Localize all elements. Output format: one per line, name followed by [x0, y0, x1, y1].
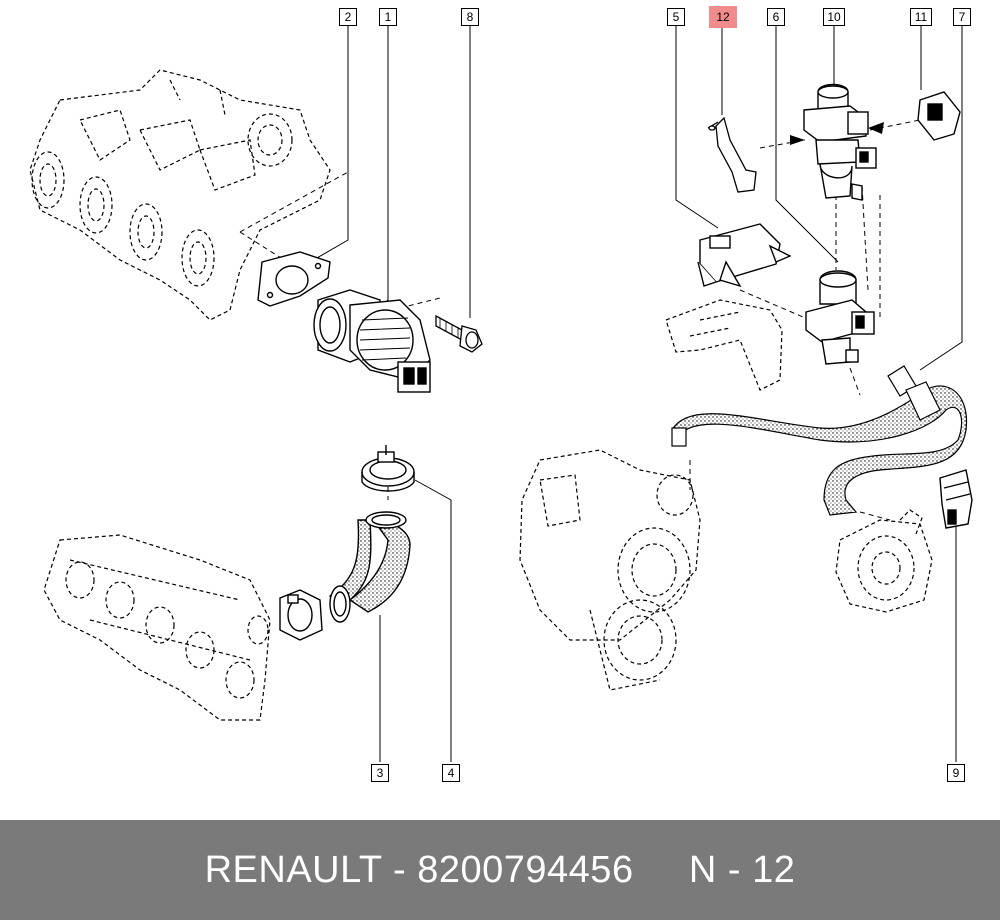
part-12-bracket [707, 116, 757, 193]
vacuum-pump-phantom [835, 509, 933, 613]
exhaust-manifold-phantom [43, 534, 271, 721]
callout-5: 5 [667, 8, 685, 26]
part-9-clip [939, 469, 973, 529]
leader-line-5 [675, 26, 719, 229]
footer-bar: RENAULT - 8200794456 N - 12 [0, 820, 1000, 920]
part-6-valve [805, 270, 875, 365]
arrows [790, 122, 884, 145]
ref-number: 12 [752, 848, 796, 891]
assembly-dashes [239, 119, 921, 629]
callout-4: 4 [442, 764, 460, 782]
part-4-clamp [361, 445, 415, 492]
callout-3: 3 [371, 764, 389, 782]
exploded-parts-diagram [29, 6, 973, 762]
part-8-bolt [435, 314, 483, 353]
part-7-hoses [671, 365, 968, 516]
leader-lines [309, 26, 963, 762]
part-3-pipe [329, 511, 411, 623]
part-10-solenoid [803, 83, 877, 201]
part-1-egr-valve [313, 289, 431, 393]
callout-9: 9 [947, 764, 965, 782]
part-11-connector [917, 91, 961, 141]
callout-12: 12 [710, 7, 736, 27]
callout-2: 2 [339, 8, 357, 26]
callout-11: 11 [910, 8, 932, 26]
part-2-gasket [257, 251, 331, 307]
turbocharger-phantom [519, 449, 701, 691]
ref-separator: - [727, 848, 742, 891]
leader-line-2 [309, 26, 349, 263]
part-5-sensor [697, 223, 792, 288]
callout-8: 8 [461, 8, 479, 26]
leader-line-4 [414, 479, 452, 762]
leader-line-1 [369, 26, 389, 319]
part-number: 8200794456 [417, 848, 634, 891]
callout-1: 1 [379, 8, 397, 26]
intake-manifold-phantom [29, 69, 331, 321]
leader-line-7 [919, 26, 963, 371]
callout-7: 7 [953, 8, 971, 26]
footer-caption: RENAULT - 8200794456 N - 12 [205, 849, 796, 892]
separator: - [393, 848, 407, 891]
brand-name: RENAULT [204, 848, 382, 891]
callout-6: 6 [767, 8, 785, 26]
leader-line-6 [775, 26, 839, 263]
callout-10: 10 [823, 8, 845, 26]
flange-bracket [279, 589, 323, 641]
mounting-bracket-phantom [665, 299, 783, 391]
ref-label: N [688, 848, 717, 891]
